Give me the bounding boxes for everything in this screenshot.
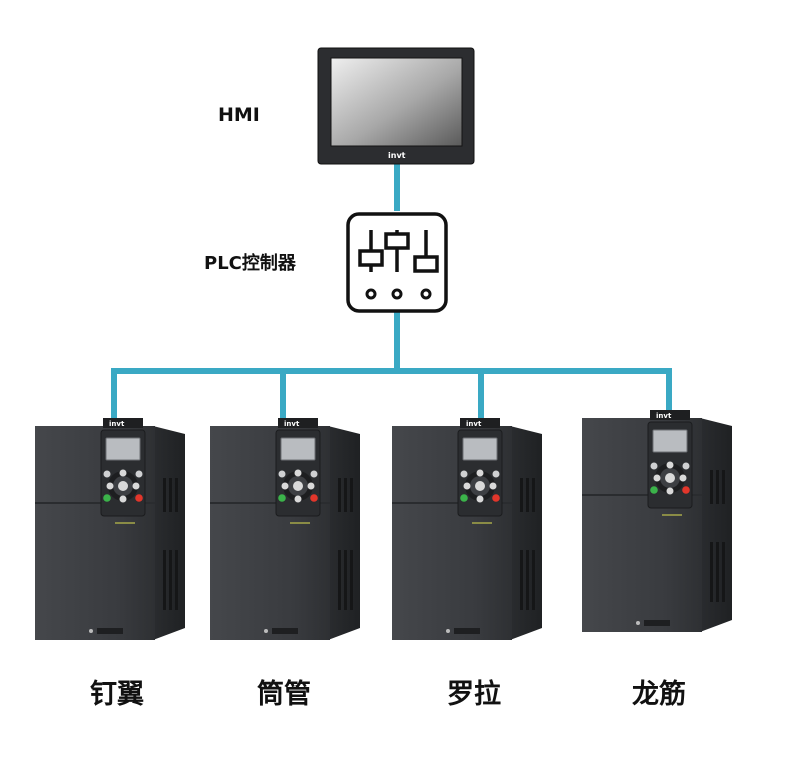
- vfd-drive-2: [209, 417, 361, 641]
- plc-controller-label: PLC控制器: [204, 253, 296, 274]
- vfd-drive-3: [391, 417, 543, 641]
- drive-label-3: 罗拉: [447, 679, 501, 710]
- hmi-brand-logo: invt: [388, 151, 406, 160]
- connector-lines: [111, 163, 672, 418]
- vfd-drive-1: [34, 417, 186, 641]
- drive-label-4: 龙筋: [632, 679, 686, 710]
- hmi-label: HMI: [218, 104, 260, 126]
- drive-label-1: 钉翼: [90, 679, 144, 710]
- vfd-drive-4: [581, 409, 733, 633]
- drive-label-2: 筒管: [257, 679, 311, 710]
- hmi-device: invt: [317, 47, 475, 165]
- plc-controller-icon: [346, 212, 448, 313]
- hmi-screen: [330, 57, 463, 147]
